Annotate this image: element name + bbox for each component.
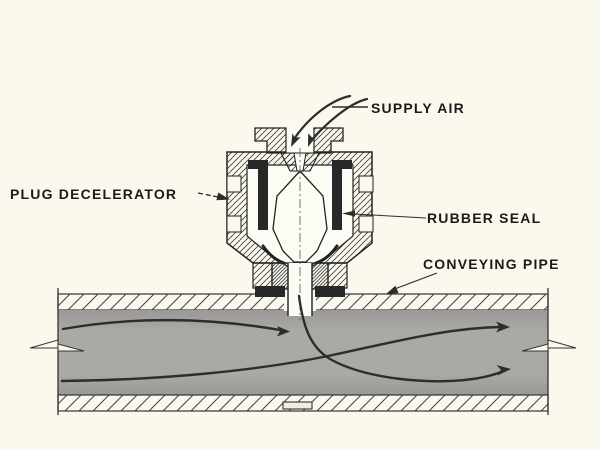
material-flow-arrows [60,294,511,383]
conveying-pipe-leader-arrowhead [386,285,399,294]
rubber-seal-left [248,160,268,230]
deflector-wing-left [261,244,286,265]
base-seal-left [255,286,285,297]
supply-air-arrowhead [308,133,317,147]
wall-notch [226,215,242,233]
wall-notch [226,175,242,193]
flow-arrowhead [277,326,290,337]
supply-air-arrow [309,97,369,143]
supply-air-arrow [292,94,352,141]
leader-lines [197,106,438,294]
flow-arrowhead [496,321,510,333]
rubber-seal-right [332,160,352,230]
conveying-pipe-leader [391,272,438,291]
flow-line-jet [297,294,505,383]
pipe-break-left [29,339,59,349]
deflector-wing-right [314,244,339,265]
pipe-break-right-notch [521,343,549,352]
flow-line-upper-left [61,318,282,332]
label-conveying-pipe: CONVEYING PIPE [423,256,560,272]
plug-decelerator-leader-dash [197,192,214,197]
label-supply-air: SUPPLY AIR [371,100,465,116]
neck-block-left [252,262,273,289]
supply-air-arrows [291,94,369,147]
plug-decelerator-device [226,127,374,320]
wall-notch [358,175,374,193]
base-seal-right [315,286,345,297]
flow-arrowhead [496,365,511,376]
rubber-seal-leader [353,213,427,219]
pipe-interior [58,310,548,395]
label-plug-decelerator: PLUG DECELERATOR [10,186,178,202]
pipe-break-left-notch [57,343,85,352]
pipe-bottom-tab [282,401,313,410]
pipe-break-right [547,339,577,349]
rubber-seal-leader-arrowhead [342,210,355,217]
plug-decelerator-leader-arrowhead [216,192,230,201]
label-rubber-seal: RUBBER SEAL [427,210,542,226]
flow-line-lower-left [60,325,503,383]
supply-air-arrowhead [291,133,301,147]
neck-block-right [327,262,348,289]
wall-notch [358,215,374,233]
